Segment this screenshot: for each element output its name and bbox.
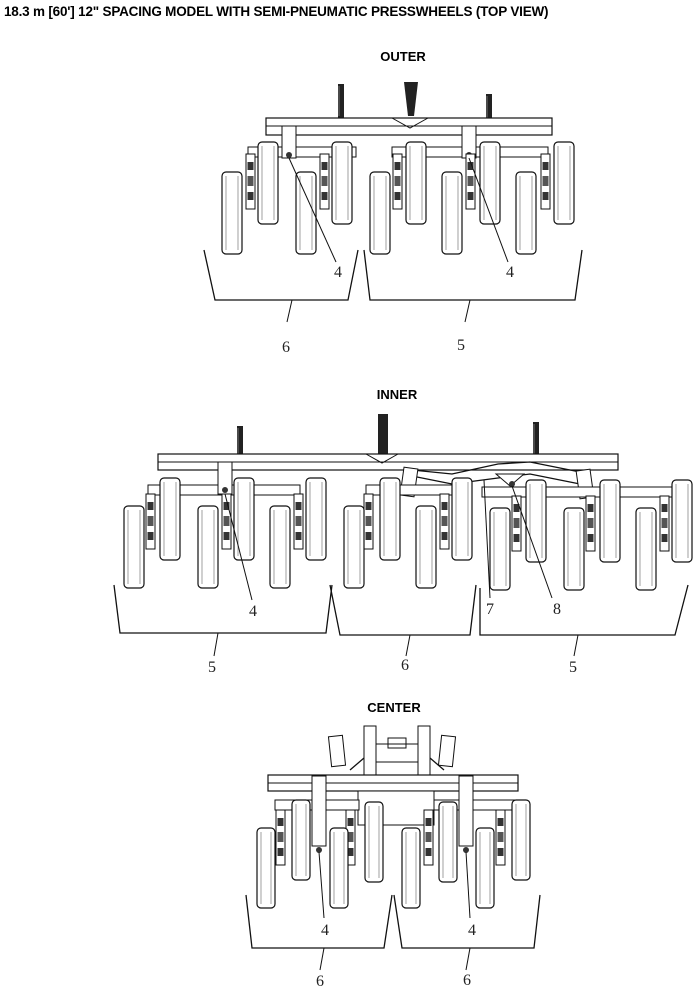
outer-bracket-right [363,249,583,301]
packer-wheel [635,507,657,591]
packer-wheel [364,801,384,883]
packer-wheel [123,505,145,589]
packer-wheel [256,827,276,909]
inner-section: INNER [113,387,693,676]
packer-wheel [233,477,255,561]
callout-4: 4 [506,264,514,281]
packer-wheel [305,477,327,561]
outer-section: OUTER [203,49,583,356]
callout-5: 5 [208,659,216,676]
callout-7: 7 [486,601,494,618]
packer-wheel [401,827,421,909]
inner-section-label: INNER [377,387,418,402]
callout-8: 8 [553,601,561,618]
packer-wheel [257,141,279,225]
inner-bracket-right [479,584,689,636]
callout-4: 4 [249,603,257,620]
callout-6: 6 [463,972,471,989]
center-section: CENTER [245,700,541,990]
packer-wheel [511,799,531,881]
center-bracket-right [393,894,541,949]
packer-wheel [489,507,511,591]
packer-wheel [599,479,621,563]
hitch-post-right [532,421,540,457]
packer-wheel [291,799,311,881]
diagram-title: 18.3 m [60'] 12" SPACING MODEL WITH SEMI… [4,4,549,19]
inner-bracket-left [113,584,333,634]
callout-4: 4 [468,922,476,939]
hitch-post-center [378,414,388,454]
hitch-post-left [337,83,345,119]
packer-wheel [159,477,181,561]
packer-wheel [269,505,291,589]
packer-wheel [369,171,391,255]
packer-wheel [343,505,365,589]
packer-wheel [379,477,401,561]
packer-wheel [221,171,243,255]
callout-6: 6 [401,657,409,674]
outer-bracket-left [203,249,359,301]
packer-wheel [479,141,501,225]
packer-wheel [331,141,353,225]
center-bracket-left [245,894,393,949]
callout-4: 4 [334,264,342,281]
packer-wheel [525,479,547,563]
packer-wheel [415,505,437,589]
packer-wheel [295,171,317,255]
inner-bracket-middle [329,584,477,636]
center-section-label: CENTER [367,700,421,715]
packer-wheel [441,171,463,255]
callout-4: 4 [321,922,329,939]
outer-subframe-left [247,146,357,158]
packer-wheel [438,801,458,883]
packer-wheel [405,141,427,225]
packer-wheel [563,507,585,591]
callout-6: 6 [282,339,290,356]
packer-wheel [451,477,473,561]
outer-section-label: OUTER [380,49,426,64]
packer-wheel [197,505,219,589]
packer-wheel [329,827,349,909]
packer-wheel [553,141,575,225]
packer-wheel [475,827,495,909]
inner-subframe-right [481,486,679,498]
callout-6: 6 [316,973,324,990]
callout-5: 5 [457,337,465,354]
packer-wheel [671,479,693,563]
packer-wheel [515,171,537,255]
hitch-post-center [404,82,418,116]
callout-5: 5 [569,659,577,676]
